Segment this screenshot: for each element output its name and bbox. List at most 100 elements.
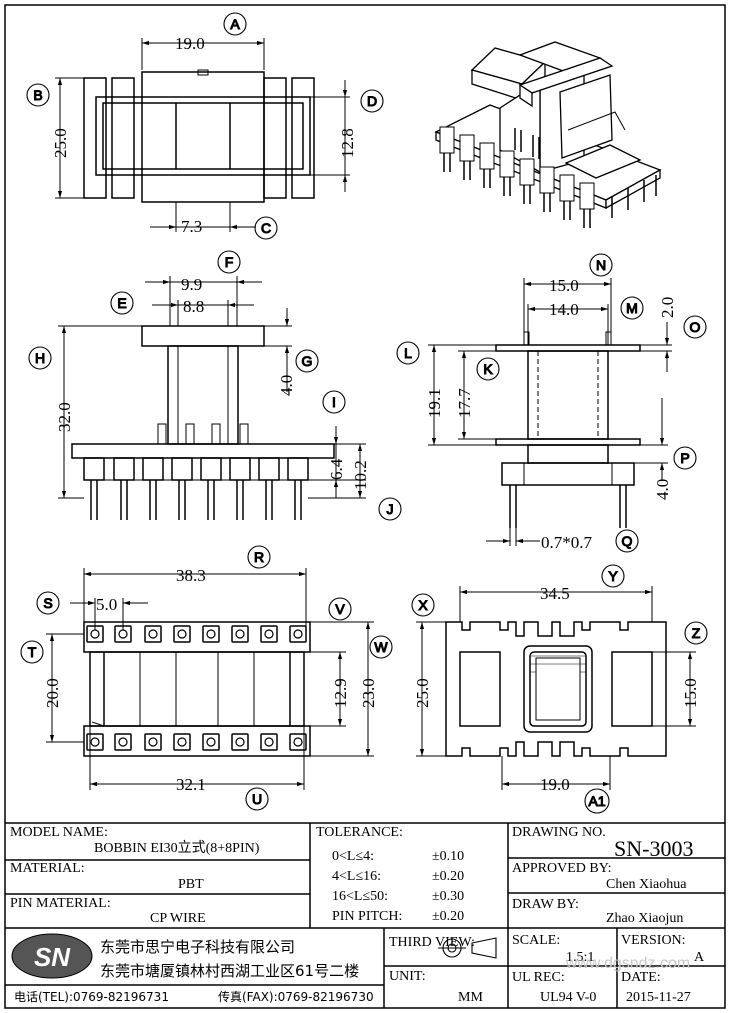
bubble-M: M [620, 296, 644, 320]
company-logo: SN [11, 933, 93, 979]
front-view: 9.9 8.8 4.0 32.0 6.4 10.2 [55, 275, 370, 520]
dim-E-value: 8.8 [183, 297, 204, 316]
tol-range-1: 0<L≤4: [332, 849, 374, 864]
model-name-value: BOBBIN EI30立式(8+8PIN) [94, 840, 260, 856]
dim-U-value: 32.1 [176, 775, 206, 794]
dim-Y-value: 34.5 [540, 584, 570, 603]
svg-text:E: E [117, 295, 126, 311]
svg-text:M: M [626, 300, 638, 316]
bubble-E: E [110, 291, 134, 315]
svg-text:C: C [261, 220, 271, 236]
bubble-V: V [328, 597, 352, 621]
company-fax: 传真(FAX):0769-82196730 [218, 989, 374, 1004]
approved-by-value: Chen Xiaohua [606, 877, 687, 892]
scale-label: SCALE: [512, 933, 560, 948]
svg-text:U: U [252, 791, 262, 807]
company-address: 东莞市塘厦镇林村西湖工业区61号二楼 [100, 962, 359, 980]
drawing-no-label: DRAWING NO. [512, 825, 606, 840]
reference-bubbles: A B C D E F G H I J K L M N O P Q R S T … [20, 12, 708, 814]
bubble-C: C [254, 216, 278, 240]
unit-label: UNIT: [389, 969, 426, 984]
bubble-I: I [322, 390, 346, 414]
dim-A-value: 19.0 [175, 34, 205, 53]
bottom-view: 38.3 5.0 20.0 12.9 23.0 32.1 [43, 566, 378, 794]
dim-P-value: 4.0 [653, 479, 672, 500]
pin-material-value: CP WIRE [150, 911, 206, 926]
bubble-O: O [683, 315, 707, 339]
dim-X-value: 25.0 [413, 678, 432, 708]
logo-text: SN [34, 942, 71, 972]
draw-by-value: Zhao Xiaojun [606, 911, 683, 926]
svg-text:K: K [483, 361, 493, 377]
approved-by-label: APPROVED BY: [512, 861, 611, 876]
company-phone: 电话(TEL):0769-82196731 [14, 990, 169, 1004]
bubble-T: T [20, 640, 44, 664]
dim-V-value: 12.9 [331, 678, 350, 708]
tol-value-3: ±0.30 [432, 889, 464, 904]
dim-R-value: 38.3 [176, 566, 206, 585]
dim-F-value: 9.9 [181, 275, 202, 294]
bubble-W: W [369, 635, 393, 659]
svg-text:D: D [367, 93, 377, 109]
bubble-B: B [26, 83, 50, 107]
svg-text:A1: A1 [588, 793, 605, 809]
svg-text:F: F [225, 254, 234, 270]
material-value: PBT [178, 877, 204, 892]
dim-K-value: 17.7 [455, 388, 474, 418]
bubble-X: X [411, 593, 435, 617]
ul-rec-label: UL REC: [512, 970, 565, 985]
model-name-label: MODEL NAME: [10, 825, 108, 840]
sheet-border [4, 4, 726, 1009]
svg-text:A: A [230, 16, 240, 32]
svg-text:P: P [680, 450, 689, 466]
bubble-J: J [378, 497, 402, 521]
dim-N-value: 15.0 [549, 276, 579, 295]
dim-H-value: 32.0 [55, 402, 74, 432]
bubble-L: L [396, 341, 420, 365]
svg-text:O: O [690, 319, 701, 335]
date-label: DATE: [621, 970, 661, 985]
svg-text:R: R [254, 549, 264, 565]
bubble-A1: A1 [584, 788, 610, 814]
svg-text:Z: Z [692, 625, 701, 641]
dim-L-value: 19.1 [425, 388, 444, 418]
tol-range-2: 4<L≤16: [332, 869, 381, 884]
svg-text:H: H [35, 350, 45, 366]
bubble-K: K [476, 357, 500, 381]
dim-Q-value: 0.7*0.7 [541, 533, 593, 552]
version-value: A [694, 950, 705, 965]
tol-value-1: ±0.10 [432, 849, 464, 864]
bubble-H: H [28, 346, 52, 370]
bubble-F: F [217, 250, 241, 274]
tol-range-4: PIN PITCH: [332, 909, 402, 924]
side-view: 15.0 14.0 2.0 19.1 17.7 4.0 0.7*0.7 [425, 276, 677, 552]
svg-text:L: L [404, 345, 412, 361]
svg-text:V: V [335, 601, 345, 617]
third-angle-projection-icon [438, 937, 497, 959]
bubble-S: S [36, 591, 60, 615]
svg-text:Y: Y [608, 568, 618, 584]
dim-D-value: 12.8 [338, 128, 357, 158]
svg-text:X: X [418, 597, 428, 613]
svg-text:N: N [596, 257, 606, 273]
company-name: 东莞市思宁电子科技有限公司 [100, 938, 295, 956]
core-view: 34.5 25.0 15.0 19.0 [413, 584, 700, 794]
svg-text:I: I [332, 394, 336, 410]
bubble-N: N [589, 253, 613, 277]
dim-A1-value: 19.0 [540, 775, 570, 794]
dim-W-value: 23.0 [359, 678, 378, 708]
bubble-Q: Q [615, 529, 639, 553]
svg-text:T: T [28, 644, 37, 660]
tol-value-4: ±0.20 [432, 909, 464, 924]
dim-G-value: 4.0 [277, 375, 296, 396]
tol-value-2: ±0.20 [432, 869, 464, 884]
svg-text:G: G [302, 353, 313, 369]
dim-IJ-value: 10.2 [351, 460, 370, 490]
watermark: www.dgsndz.com [565, 955, 691, 972]
dim-I-value: 6.4 [327, 458, 346, 480]
draw-by-label: DRAW BY: [512, 897, 579, 912]
dim-S-value: 5.0 [96, 595, 117, 614]
dim-M-value: 14.0 [549, 300, 579, 319]
scale-value: 1.5:1 [566, 950, 594, 965]
